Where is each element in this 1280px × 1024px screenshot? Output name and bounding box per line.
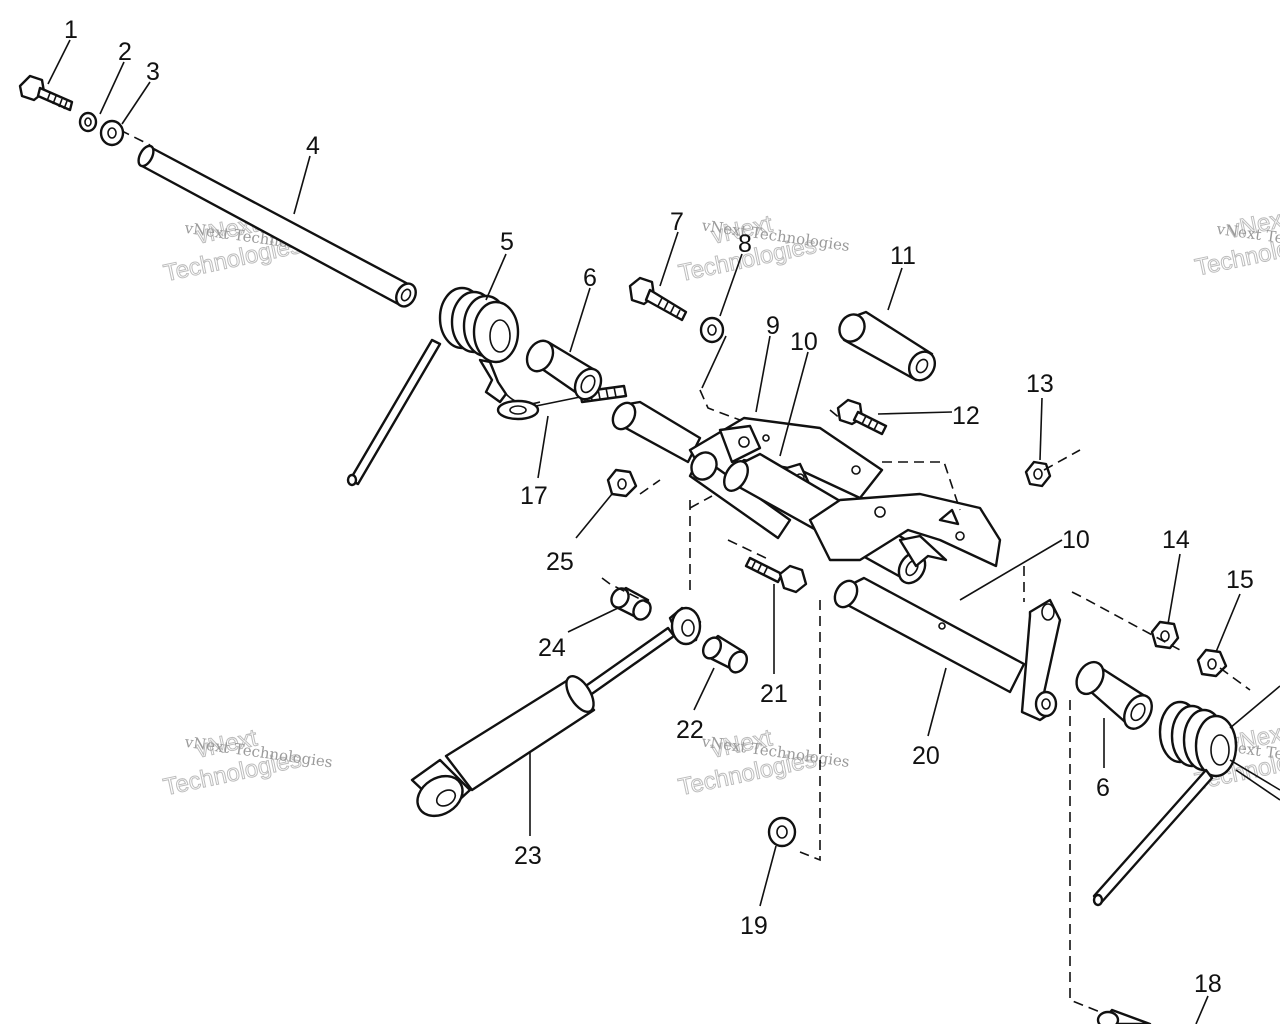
callout-3: 3 (146, 58, 160, 86)
callout-2: 2 (118, 38, 132, 66)
part-13-nut (1024, 460, 1052, 488)
axis-line (119, 129, 151, 146)
callout-25: 25 (546, 548, 574, 576)
callout-7: 7 (670, 208, 684, 236)
link-plate (1020, 598, 1062, 722)
callout-8: 8 (738, 230, 752, 258)
callouts: 1 2 3 4 5 6 7 8 9 10 11 12 13 10 14 15 1… (64, 16, 1254, 998)
part-18-tube (1096, 1008, 1152, 1024)
part-24-bushing (610, 586, 652, 621)
callout-21: 21 (760, 680, 788, 708)
part-22-bushing (701, 634, 749, 674)
part-12-bolt (836, 398, 888, 436)
part-6-bushing-right (1075, 660, 1153, 730)
part-11-roller (838, 310, 937, 382)
callout-19: 19 (740, 912, 768, 940)
callout-9: 9 (766, 312, 780, 340)
part-14-nut (1150, 620, 1180, 650)
callout-1: 1 (64, 16, 78, 44)
main-shaft (611, 400, 702, 464)
callout-14: 14 (1162, 526, 1190, 554)
part-3-washer (99, 119, 125, 147)
part-4-tube (137, 144, 417, 308)
callout-24: 24 (538, 634, 566, 662)
part-1-bolt (18, 74, 74, 112)
callout-20: 20 (912, 742, 940, 770)
callout-18: 18 (1194, 970, 1222, 998)
arm-plate (808, 492, 1002, 568)
callout-11: 11 (890, 242, 916, 270)
part-25-nut (606, 468, 638, 498)
assembly-lines (601, 389, 1251, 1013)
part-7-bolt (628, 276, 688, 322)
callout-10: 10 (790, 328, 818, 356)
callout-17: 17 (520, 482, 548, 510)
callout-13: 13 (1026, 370, 1054, 398)
callout-23: 23 (514, 842, 542, 870)
leader-lines (47, 39, 1241, 1024)
part-spring-right (1092, 685, 1280, 907)
part-2-washer (78, 111, 98, 133)
part-5-spring (346, 286, 541, 487)
callout-5: 5 (500, 228, 514, 256)
callout-12: 12 (952, 402, 980, 430)
callout-6-lower: 6 (1096, 774, 1110, 802)
part-20-tube (833, 576, 1026, 694)
part-8-washer (699, 316, 725, 344)
callout-6: 6 (583, 264, 597, 292)
part-21-bolt (744, 556, 808, 594)
part-23-shock (410, 606, 702, 818)
callout-4: 4 (306, 132, 320, 160)
callout-22: 22 (676, 716, 704, 744)
part-15-nut (1196, 648, 1228, 678)
part-6-bushing (525, 339, 603, 401)
callout-15: 15 (1226, 566, 1254, 594)
part-17-eyelet (496, 384, 628, 421)
callout-10-lower: 10 (1062, 526, 1090, 554)
part-19-washer (767, 816, 797, 848)
